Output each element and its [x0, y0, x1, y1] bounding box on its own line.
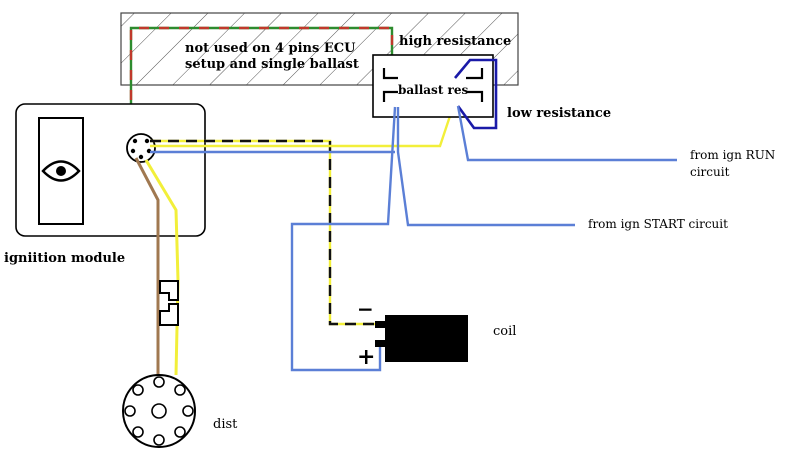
low-resistance-jumper: [454, 58, 498, 130]
high-resistance-label: high resistance: [399, 34, 511, 49]
ballast-resistor: [372, 54, 494, 118]
blue-wire-run: [456, 105, 677, 162]
from-ign-start-label: from ign START circuit: [588, 217, 728, 231]
from-ign-run-label-2: circuit: [690, 165, 730, 179]
coil-terminal-neg: [375, 321, 387, 328]
red-green-wire: [129, 26, 394, 140]
ballast-terminals: [382, 68, 484, 102]
not-used-label-2: setup and single ballast: [185, 57, 359, 72]
not-used-label-1: not used on 4 pins ECU: [185, 41, 356, 56]
dist-label: dist: [213, 417, 238, 432]
module-connector-pins: [130, 138, 152, 160]
yellow-wire-dist: [144, 159, 180, 376]
coil-minus-label: −: [357, 297, 374, 321]
blue-wire-coil-plus: [290, 106, 397, 372]
from-ign-run-label-1: from ign RUN: [690, 148, 775, 162]
black-yellow-wire: [150, 139, 385, 326]
ballast-res-label: ballast res: [398, 83, 468, 97]
coil-label: coil: [493, 324, 516, 339]
eye-pupil: [56, 166, 66, 176]
blue-wire-start: [396, 107, 575, 227]
brown-wire: [134, 157, 160, 375]
distributor-terminals: [124, 376, 194, 446]
coil-terminal-pos: [375, 340, 387, 347]
yellow-wire-ballast: [150, 109, 454, 148]
ignition-module-label: igniition module: [4, 251, 125, 266]
bullet-connector: [159, 280, 179, 326]
coil-plus-label: +: [357, 344, 375, 370]
coil: [385, 315, 468, 362]
low-resistance-label: low resistance: [507, 106, 611, 121]
